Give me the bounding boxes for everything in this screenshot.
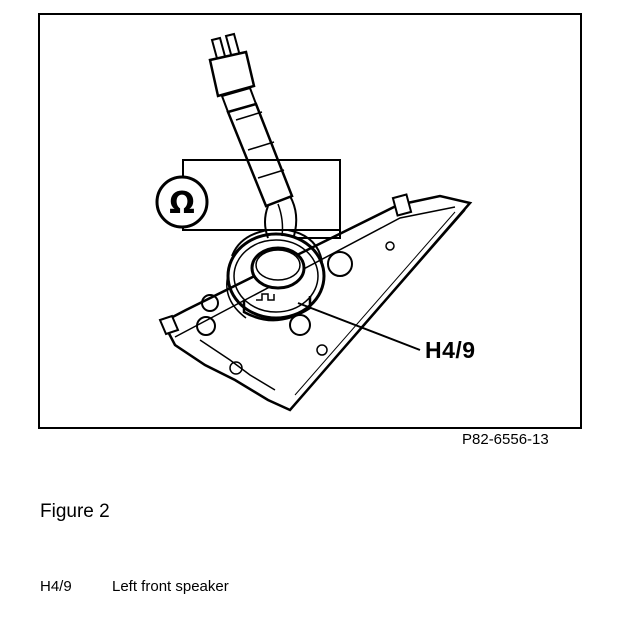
callout-leader-line: [297, 302, 421, 351]
connector-plug-icon: [208, 32, 298, 239]
legend-row: H4/9 Left front speaker: [40, 578, 229, 595]
speaker-icon: [226, 229, 326, 322]
figure-frame: [38, 13, 582, 429]
ohm-symbol: Ω: [169, 186, 195, 221]
figure-reference-number: P82-6556-13: [462, 431, 549, 448]
figure-caption: Figure 2: [40, 501, 110, 522]
mounting-panel: [158, 193, 473, 412]
legend-description: Left front speaker: [112, 578, 229, 595]
ohmmeter-symbol-icon: Ω: [155, 159, 341, 239]
legend-code: H4/9: [40, 578, 72, 595]
component-callout-label: H4/9: [425, 337, 476, 363]
